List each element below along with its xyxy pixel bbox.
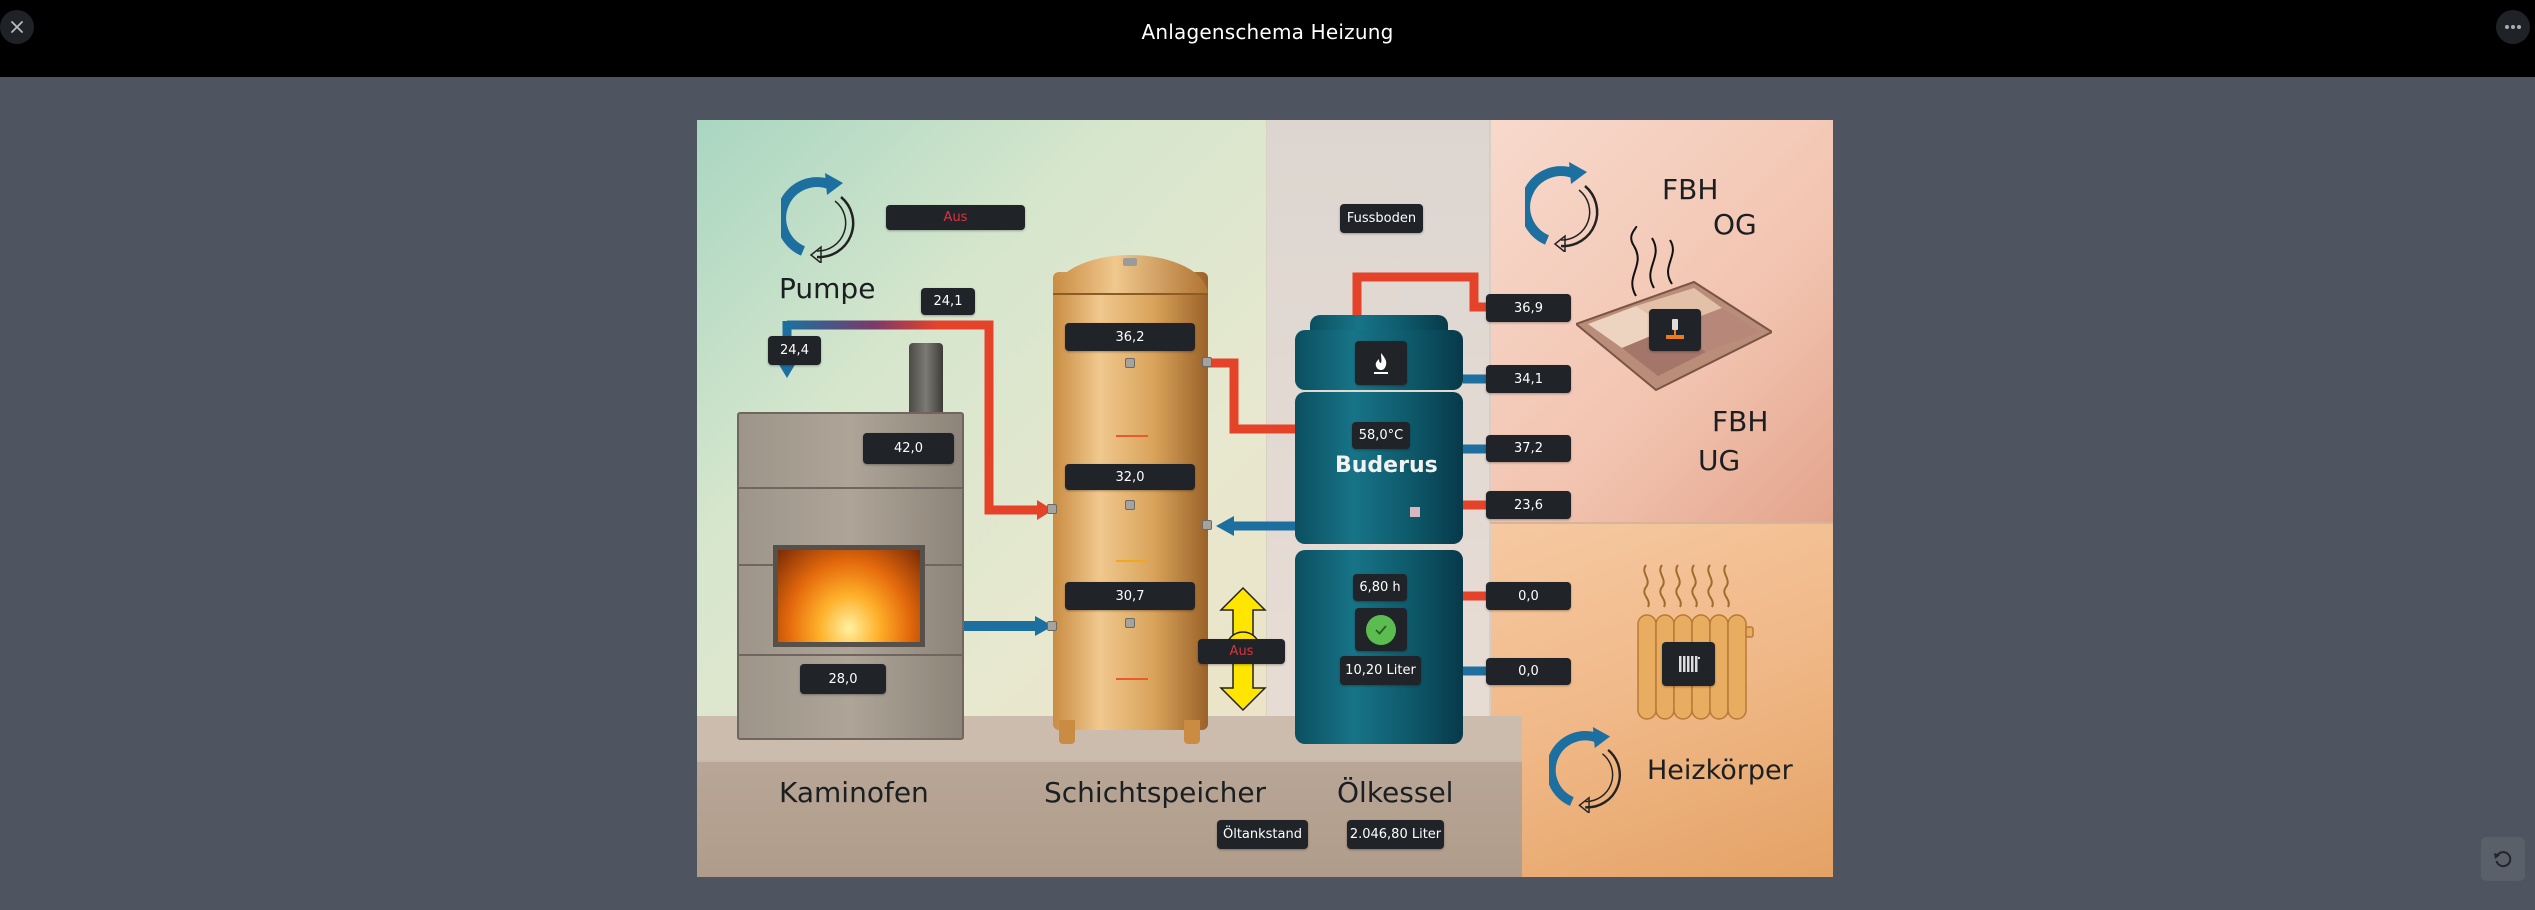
top-bar: Anlagenschema Heizung xyxy=(0,0,2535,77)
pump-return-temp[interactable]: 24,4 xyxy=(768,336,821,365)
tank-temp-bottom[interactable]: 30,7 xyxy=(1065,582,1195,610)
tank-temp-top[interactable]: 36,2 xyxy=(1065,323,1195,351)
pump-icon[interactable] xyxy=(781,173,863,263)
arrow-left-blue-icon xyxy=(1216,516,1234,536)
boiler-brand: Buderus xyxy=(1335,453,1438,478)
floor-heating-status[interactable] xyxy=(1649,309,1701,351)
sensor-mid xyxy=(1125,500,1135,510)
more-horizontal-icon xyxy=(2505,25,2521,29)
heizkoerper-label: Heizkörper xyxy=(1647,755,1793,786)
kaminofen-temp-top[interactable]: 42,0 xyxy=(863,433,954,464)
oeltankstand-value[interactable]: 2.046,80 Liter xyxy=(1347,820,1444,849)
tank-temp-mid[interactable]: 32,0 xyxy=(1065,464,1195,490)
boiler-body xyxy=(1295,392,1463,544)
chimney xyxy=(909,343,943,413)
pipe-pump-to-tank xyxy=(787,320,1037,515)
heizkoerper-supply-temp[interactable]: 0,0 xyxy=(1486,582,1571,610)
reset-view-button[interactable] xyxy=(2481,837,2525,881)
connector xyxy=(1047,504,1057,514)
tank-marker xyxy=(1116,435,1148,437)
fbh-og-supply-temp[interactable]: 36,9 xyxy=(1486,294,1571,322)
fbh-ug-supply-temp[interactable]: 37,2 xyxy=(1486,435,1571,462)
sensor-bottom xyxy=(1125,618,1135,628)
heizkoerper-pump-icon[interactable] xyxy=(1549,727,1631,813)
close-button[interactable] xyxy=(0,10,34,44)
floor-heating-icon xyxy=(1666,319,1684,339)
fussboden-button[interactable]: Fussboden xyxy=(1340,204,1423,233)
pump-supply-temp[interactable]: 24,1 xyxy=(921,288,975,315)
valve-status[interactable]: Aus xyxy=(1198,639,1285,664)
fbh-ug-label-line2: UG xyxy=(1698,444,1741,477)
tank-leg xyxy=(1184,720,1200,744)
arrow-right-red-icon xyxy=(1037,500,1053,520)
burner-status[interactable] xyxy=(1355,341,1407,385)
boiler-status[interactable] xyxy=(1355,608,1407,651)
pipe-tank-to-boiler xyxy=(1208,358,1295,434)
more-options-button[interactable] xyxy=(2496,10,2530,44)
fbh-pump-icon[interactable] xyxy=(1525,162,1607,252)
reset-rotate-icon xyxy=(2494,851,2512,868)
fire-icon xyxy=(778,550,920,642)
arrow-right-blue-icon xyxy=(1035,616,1053,636)
boiler-indicator xyxy=(1410,507,1420,517)
radiator-status[interactable] xyxy=(1662,642,1715,686)
connector xyxy=(1202,520,1212,530)
boiler-temp[interactable]: 58,0°C xyxy=(1352,422,1410,449)
connector xyxy=(1202,357,1212,367)
page-title: Anlagenschema Heizung xyxy=(1141,20,1394,44)
fbh-og-return-temp[interactable]: 34,1 xyxy=(1486,365,1571,393)
sensor-top xyxy=(1125,358,1135,368)
radiator-illustration xyxy=(1637,564,1754,720)
pump-label: Pumpe xyxy=(779,272,876,305)
oelkessel-label: Ölkessel xyxy=(1337,776,1454,809)
heating-schematic: Pumpe Aus 24,1 24,4 42,0 28,0 36,2 32,0 … xyxy=(697,120,1833,877)
kaminofen-temp-bottom[interactable]: 28,0 xyxy=(800,664,886,694)
schichtspeicher-label: Schichtspeicher xyxy=(1044,776,1267,809)
fbh-ug-return-temp[interactable]: 23,6 xyxy=(1486,491,1571,519)
check-circle-icon xyxy=(1366,614,1396,645)
oeltankstand-label[interactable]: Öltankstand xyxy=(1217,820,1308,849)
boiler-consumption[interactable]: 10,20 Liter xyxy=(1340,656,1421,685)
fire-window xyxy=(773,545,925,647)
tank-leg xyxy=(1059,720,1075,744)
radiator-icon xyxy=(1678,656,1700,672)
pipe-boiler-to-fbh-og xyxy=(1352,272,1487,318)
tank-marker xyxy=(1116,560,1148,562)
pump-status[interactable]: Aus xyxy=(886,205,1025,230)
tank-vent xyxy=(1123,258,1137,266)
fbh-og-label-line2: OG xyxy=(1713,208,1757,241)
heizkoerper-return-temp[interactable]: 0,0 xyxy=(1486,658,1571,685)
ledge xyxy=(697,760,1522,877)
fbh-og-label-line1: FBH xyxy=(1662,173,1719,206)
connector xyxy=(1047,621,1057,631)
kaminofen-label: Kaminofen xyxy=(779,776,929,809)
fbh-ug-label-line1: FBH xyxy=(1712,405,1769,438)
boiler-runtime[interactable]: 6,80 h xyxy=(1353,574,1407,601)
tank-marker xyxy=(1116,678,1148,680)
close-icon xyxy=(11,21,23,33)
flame-icon xyxy=(1374,353,1388,374)
